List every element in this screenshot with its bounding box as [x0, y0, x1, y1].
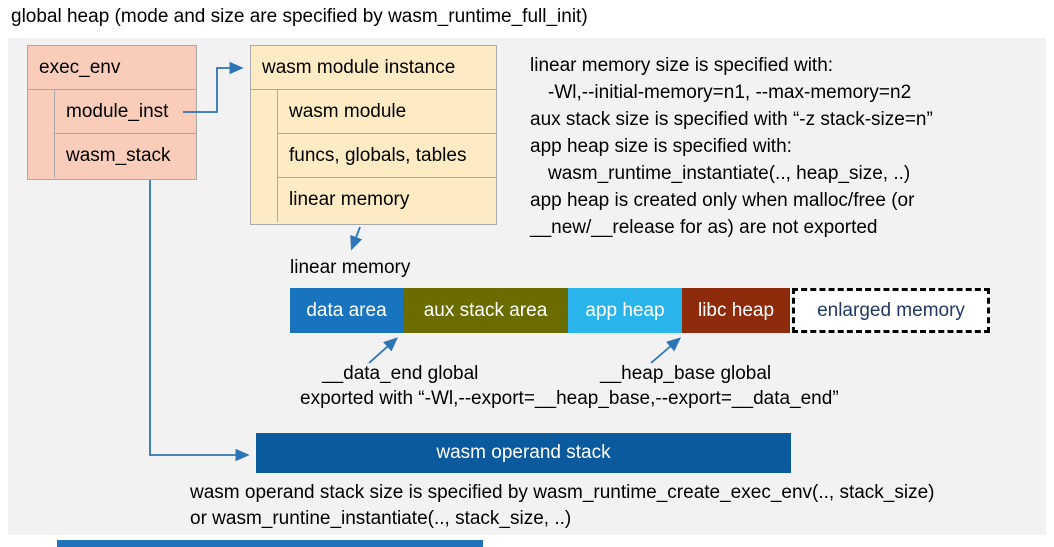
module-instance-row-funcs-globals-tables: funcs, globals, tables: [278, 134, 496, 178]
linear-memory-label: linear memory: [290, 257, 411, 278]
exec-env-rows: module_inst wasm_stack: [54, 90, 196, 178]
note-app-heap-size: app heap size is specified with:: [530, 136, 792, 157]
bottom-cutoff-bar: [57, 540, 483, 547]
note-linker-flags: -Wl,--initial-memory=n1, --max-memory=n2: [548, 82, 912, 103]
segment-aux-stack-area: aux stack area: [403, 288, 568, 333]
diagram-title: global heap (mode and size are specified…: [11, 6, 588, 27]
operand-stack-note-2: or wasm_runtine_instantiate(.., stack_si…: [190, 508, 572, 529]
data-end-global-label: __data_end global: [322, 363, 479, 384]
module-instance-row-linear-memory: linear memory: [289, 189, 410, 210]
export-flags-note: exported with “-Wl,--export=__heap_base,…: [300, 388, 839, 409]
exec-env-box: exec_env module_inst wasm_stack: [27, 45, 197, 180]
operand-stack-note-1: wasm operand stack size is specified by …: [190, 482, 935, 503]
exec-env-row-module-inst: module_inst: [55, 90, 196, 134]
note-app-heap-created-1: app heap is created only when malloc/fre…: [530, 190, 915, 211]
module-instance-rows: wasm module funcs, globals, tables linea…: [277, 90, 496, 222]
module-instance-header: wasm module instance: [251, 46, 496, 90]
note-app-heap-created-2: __new/__release for as) are not exported: [530, 217, 878, 238]
note-linear-memory-size: linear memory size is specified with:: [530, 55, 834, 76]
module-instance-row-wasm-module: wasm module: [278, 90, 496, 134]
size-notes-block: linear memory size is specified with: -W…: [530, 52, 1042, 241]
exec-env-header: exec_env: [28, 46, 196, 90]
module-instance-box: wasm module instance wasm module funcs, …: [250, 45, 497, 225]
segment-enlarged-memory: enlarged memory: [792, 288, 990, 333]
segment-libc-heap: libc heap: [682, 288, 790, 333]
segment-data-area: data area: [290, 288, 403, 333]
heap-base-global-label: __heap_base global: [600, 363, 772, 384]
note-aux-stack-size: aux stack size is specified with “-z sta…: [530, 109, 933, 130]
note-instantiate-call: wasm_runtime_instantiate(.., heap_size, …: [548, 163, 911, 184]
wasm-operand-stack-bar: wasm operand stack: [256, 433, 791, 473]
segment-app-heap: app heap: [568, 288, 682, 333]
exec-env-row-wasm-stack: wasm_stack: [66, 145, 171, 166]
